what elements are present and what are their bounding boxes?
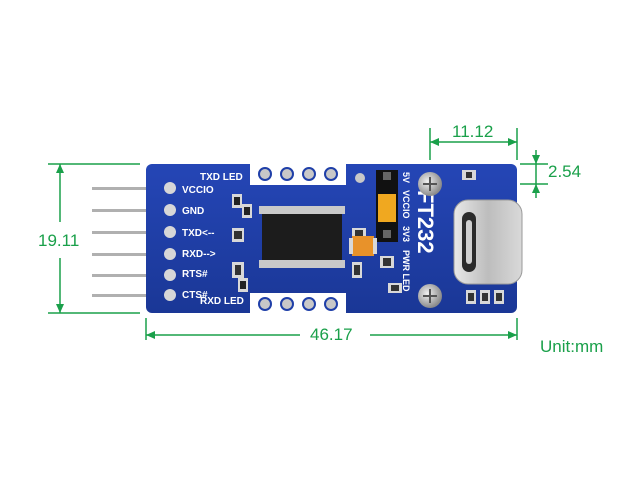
voltage-jumper [376, 170, 398, 242]
pin-label-cts: CTS# [182, 290, 208, 301]
pwr-led-label: PWR LED [401, 250, 411, 292]
ft232-chip [259, 206, 345, 268]
dimension-offset-label: 2.54 [548, 162, 582, 181]
pin-label-rts: RTS# [182, 269, 208, 280]
header-pads [164, 182, 176, 301]
chip-label: FT232 [413, 190, 438, 254]
jumper-label-5v: 5V [401, 172, 411, 183]
dimension-width-label: 46.17 [310, 325, 353, 344]
dimension-lines [48, 128, 548, 340]
jumper-label-3v3: 3V3 [401, 226, 411, 242]
pin-label-rxd: RXD--> [182, 249, 216, 260]
screw-top [418, 172, 442, 196]
pin-label-gnd: GND [182, 206, 204, 217]
usb-c-connector [453, 199, 523, 285]
txd-led-label: TXD LED [200, 172, 243, 183]
orange-capacitor [349, 236, 377, 256]
rxd-led-label: RXD LED [200, 296, 244, 307]
pin-label-txd: TXD<-- [182, 228, 215, 239]
bottom-pad-row [250, 293, 346, 315]
screw-bottom [418, 284, 442, 308]
dimension-height-label: 19.11 [38, 231, 80, 250]
jumper-label-vccio: VCCIO [401, 190, 411, 219]
unit-label: Unit:mm [540, 337, 604, 356]
smd-components [232, 170, 504, 304]
top-pad-row [250, 163, 365, 185]
dimension-connector-width-label: 11.12 [452, 122, 494, 141]
pin-label-vccio: VCCIO [182, 185, 214, 196]
